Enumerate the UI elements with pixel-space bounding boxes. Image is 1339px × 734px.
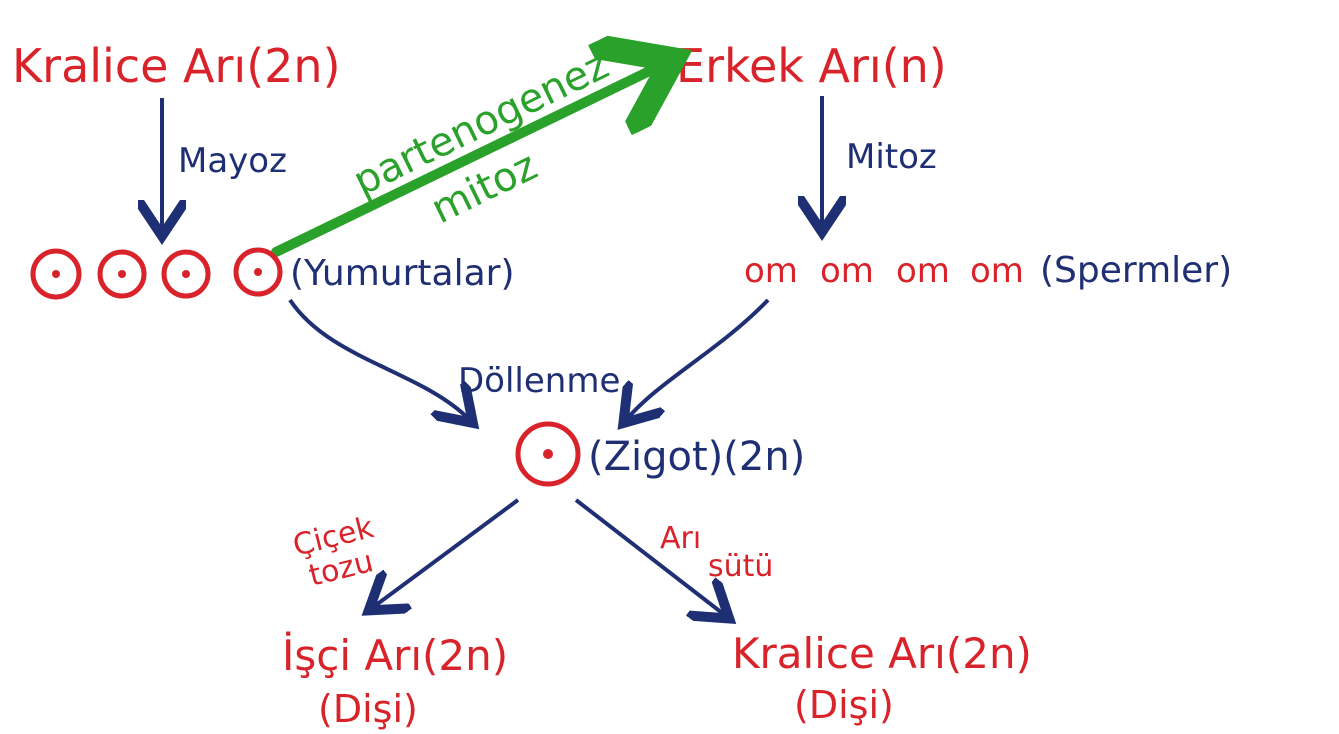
sperm-cell-icon: om: [820, 251, 874, 291]
sperm-cell-icon: om: [744, 251, 798, 291]
queen-bee-bottom-sex-label: (Dişi): [794, 683, 894, 727]
sperm-cell-icon: om: [896, 251, 950, 291]
egg-cell-icon: [233, 247, 283, 297]
zygote-cell-icon: [515, 421, 581, 487]
queen-bee-top-label: Kralice Arı(2n): [12, 39, 341, 93]
meiosis-label: Mayoz: [178, 141, 287, 181]
zygote-label: (Zigot)(2n): [588, 434, 805, 480]
mitosis-label: Mitoz: [846, 137, 937, 177]
sperms-label: (Spermler): [1040, 250, 1232, 291]
zygote-to-worker-arrow: [372, 498, 520, 608]
zygote-to-queen-arrow: [574, 498, 726, 616]
worker-bee-label: İşçi Arı(2n): [282, 630, 508, 680]
egg-to-zygote-arrow: [288, 298, 470, 420]
royal-jelly-label-line2: sütü: [708, 549, 773, 584]
worker-bee-sex-label: (Dişi): [318, 687, 418, 731]
queen-bee-bottom-label: Kralice Arı(2n): [732, 629, 1032, 678]
egg-cell-icon: [161, 249, 211, 299]
egg-cell-icon: [30, 248, 82, 300]
egg-cell-icon: [97, 249, 147, 299]
fertilization-label: Döllenme: [458, 361, 620, 401]
eggs-label: (Yumurtalar): [290, 253, 515, 294]
parthenogenesis-arrow: [271, 64, 664, 257]
royal-jelly-label-line1: Arı: [660, 521, 701, 556]
sperm-to-zygote-arrow: [626, 298, 770, 420]
drone-bee-label: Erkek Arı(n): [676, 39, 947, 93]
sperm-cell-icon: om: [970, 251, 1024, 291]
